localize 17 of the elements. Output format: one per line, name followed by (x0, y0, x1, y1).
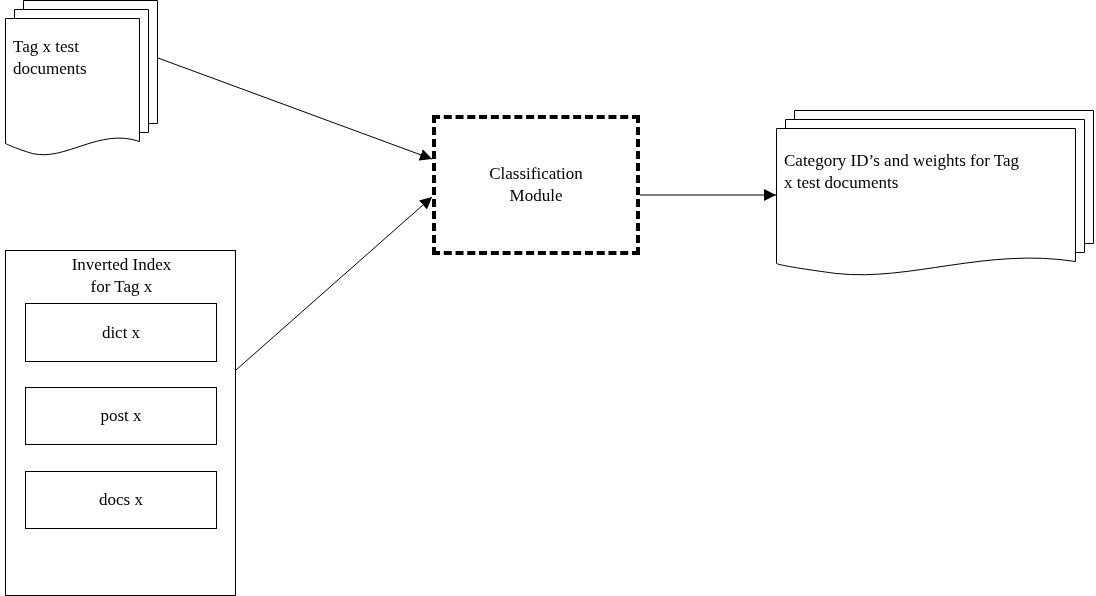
node-text: docs x (99, 489, 143, 511)
arrow (639, 189, 777, 201)
arrow (235, 196, 433, 371)
document-stack (776, 110, 1094, 276)
file-box (25, 387, 217, 445)
node-text: Inverted Index for Tag x (70, 254, 173, 298)
node-text: post x (100, 405, 142, 427)
document-stack (5, 0, 158, 156)
index-panel (5, 250, 236, 596)
node-text: Classification Module (488, 163, 584, 207)
arrow (157, 57, 433, 161)
node-text: dict x (101, 321, 141, 344)
file-box (25, 471, 217, 529)
node-text: Category ID’s and weights for Tag x test documents (784, 150, 1021, 194)
process-box (432, 115, 640, 255)
file-box (25, 303, 217, 362)
node-text: Tag x test documents (13, 36, 88, 80)
